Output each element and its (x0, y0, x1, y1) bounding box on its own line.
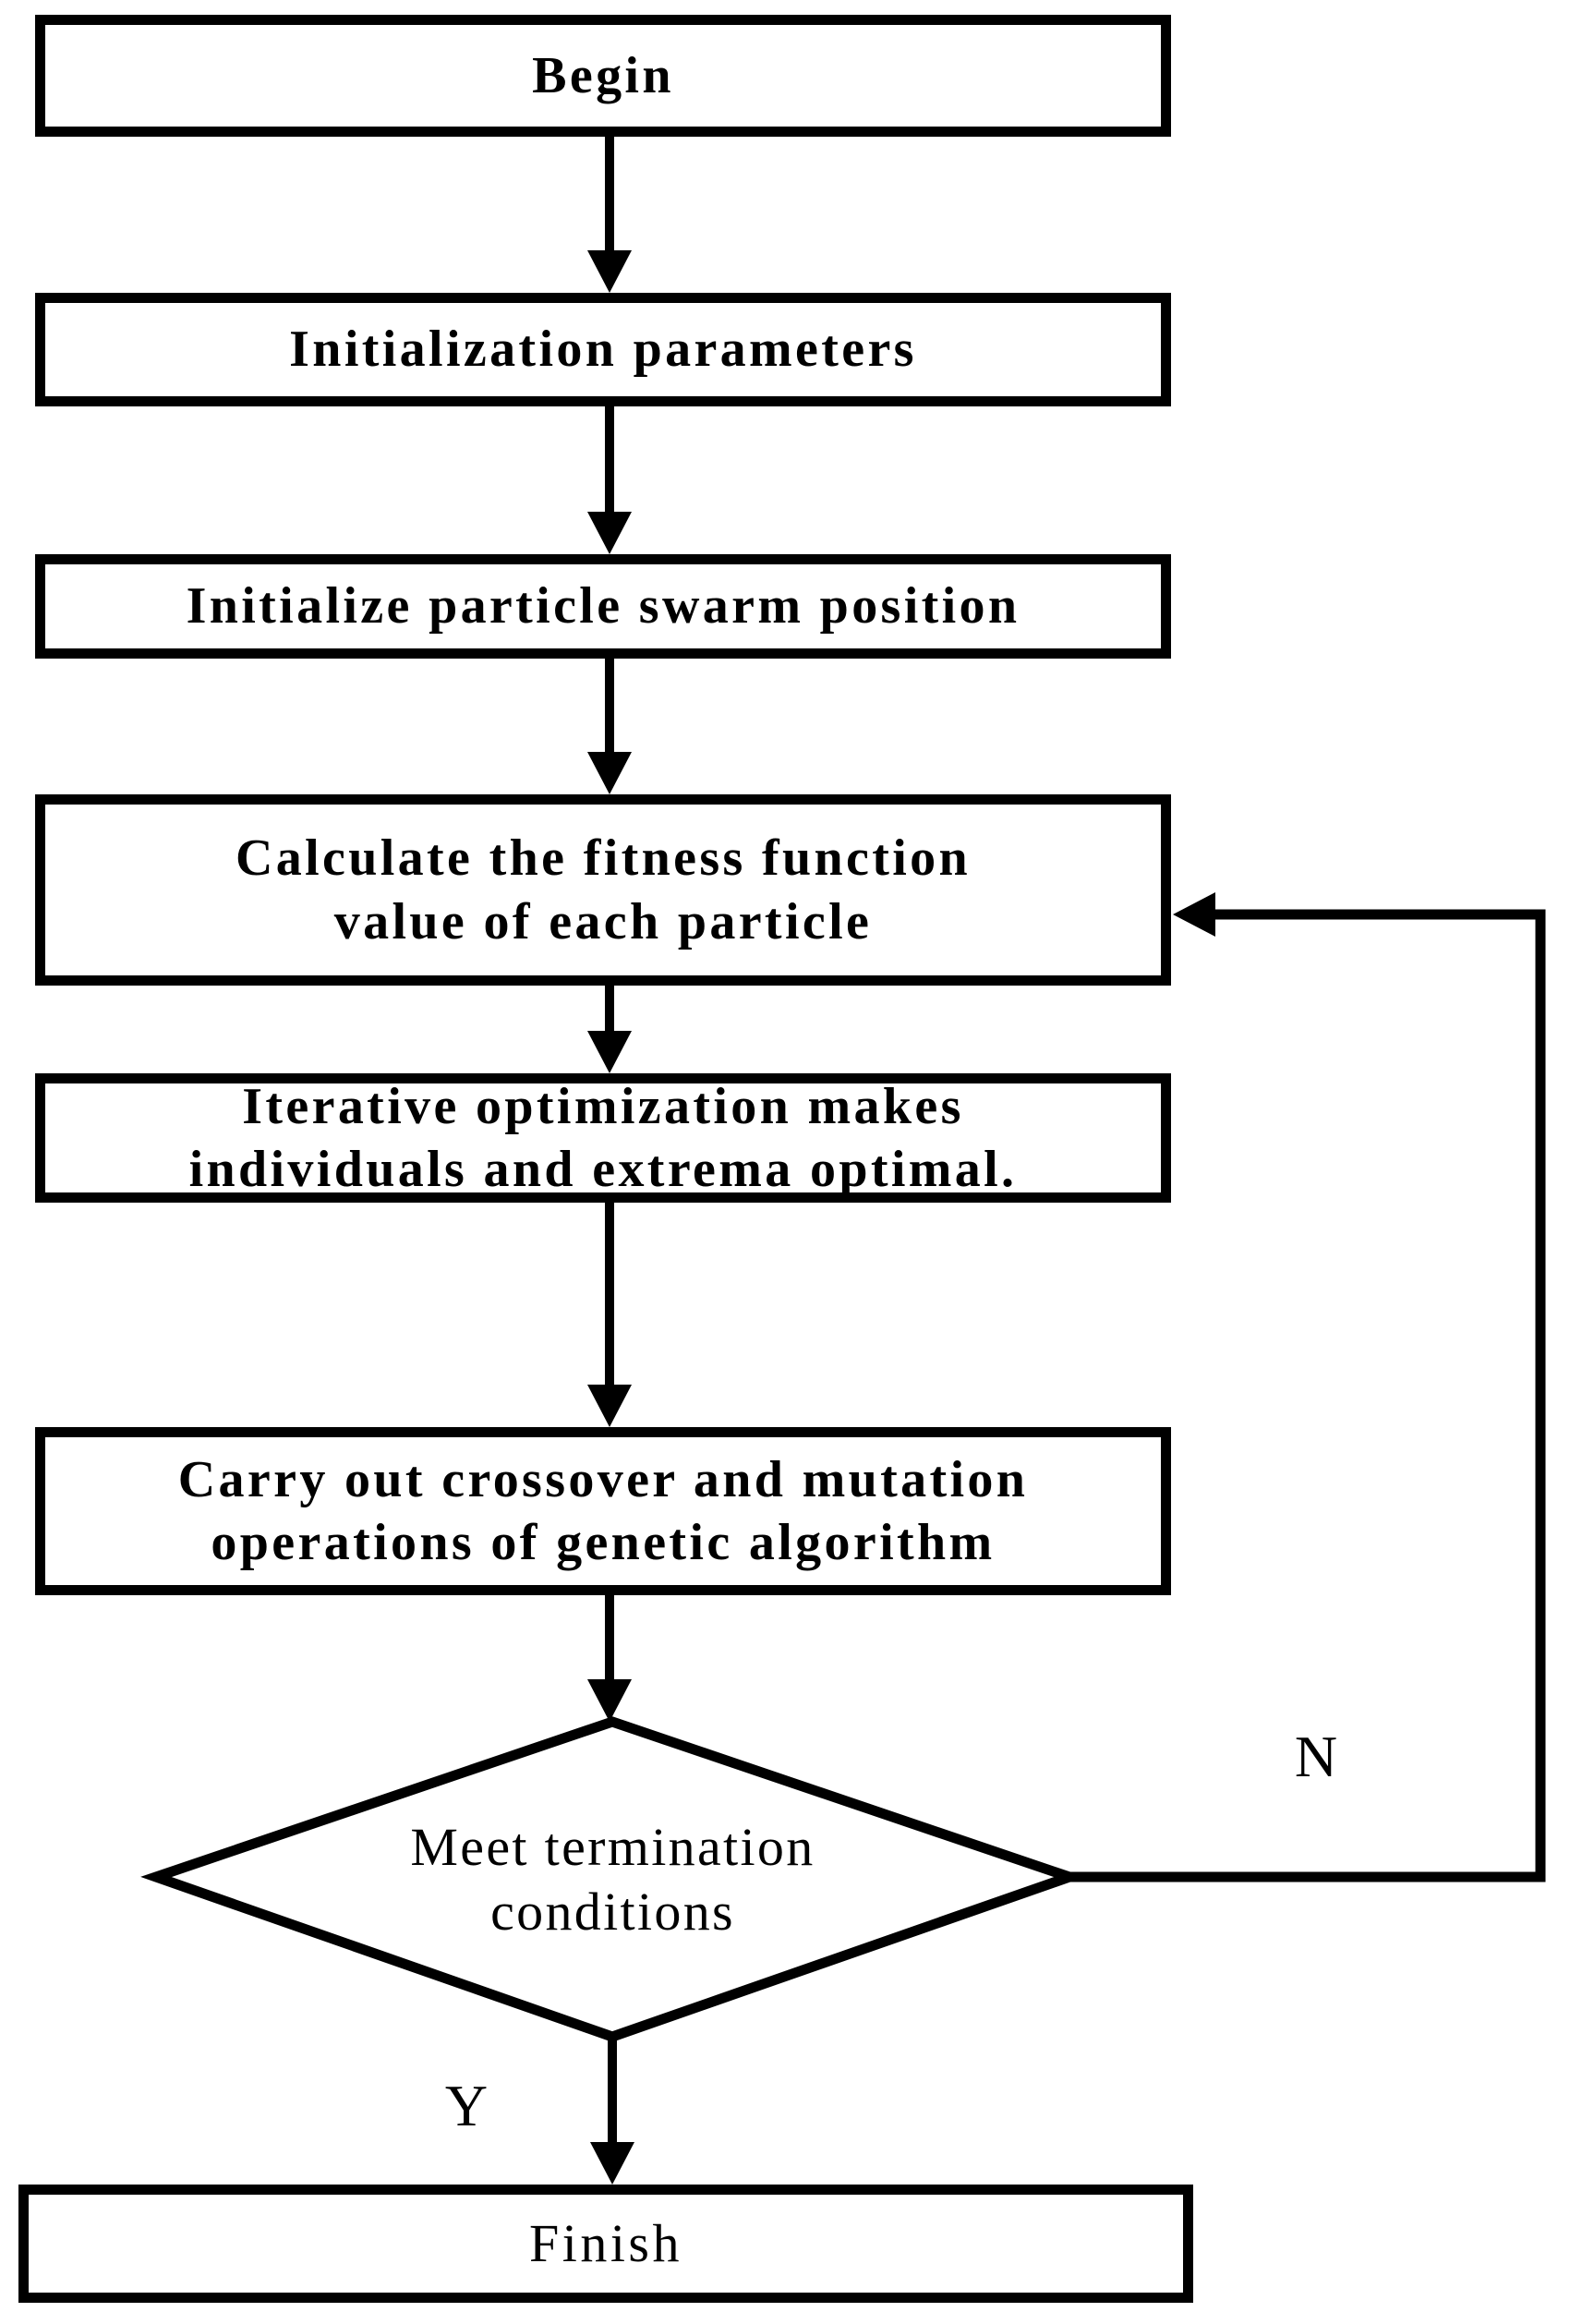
branch-label-no: N (1294, 1724, 1338, 1789)
node-finish: Finish (18, 2185, 1193, 2303)
node-iterative-optimization: Iterative optimization makes individuals… (35, 1073, 1171, 1203)
loop-arrowhead-icon (1173, 892, 1215, 937)
loop-connector-no-branch (1069, 909, 1546, 1882)
node-crossover-mutation-operations: Carry out crossover and mutation operati… (35, 1427, 1171, 1595)
node-meet-termination-conditions-label: Meet termination conditions (410, 1816, 815, 1942)
branch-label-yes: Y (444, 2073, 489, 2138)
arrowhead-finish-icon (590, 2142, 634, 2185)
arrowhead-decision-icon (587, 1679, 632, 1722)
arrowhead-carry-icon (587, 1385, 632, 1427)
node-calculate-fitness-function: Calculate the fitness function value of … (35, 794, 1171, 986)
arrowhead-iterative-icon (587, 1031, 632, 1073)
arrowhead-init-params-icon (587, 250, 632, 293)
arrowhead-calculate-icon (587, 752, 632, 794)
node-initialize-particle-swarm-position: Initialize particle swarm position (35, 554, 1171, 659)
arrowhead-init-swarm-icon (587, 512, 632, 554)
node-begin: Begin (35, 15, 1171, 137)
node-initialization-parameters: Initialization parameters (35, 293, 1171, 406)
